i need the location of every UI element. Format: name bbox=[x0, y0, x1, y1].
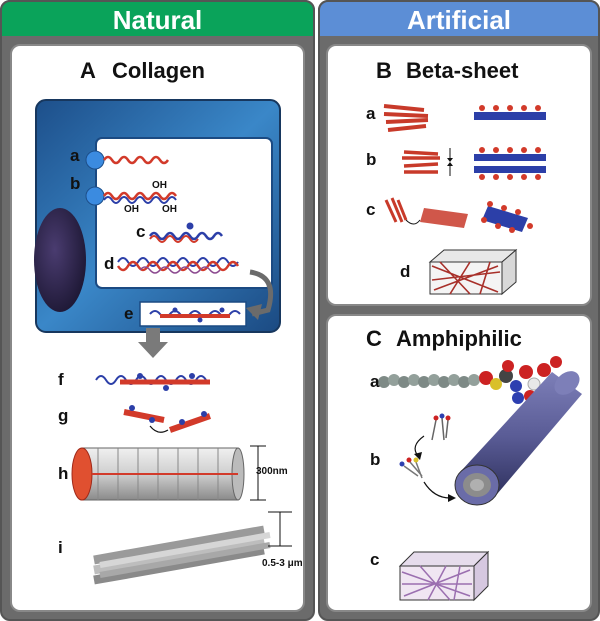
amphiphilic-step-b: b bbox=[370, 450, 381, 469]
collagen-title: Collagen bbox=[112, 58, 205, 83]
amphiphile-nanofiber bbox=[454, 371, 582, 506]
collagen-step-a: a bbox=[70, 146, 80, 165]
amphiphilic-step-c: c bbox=[370, 550, 380, 569]
nucleus bbox=[34, 208, 86, 312]
hydroxyl-label-2: OH bbox=[124, 204, 139, 215]
amphiphile-molecule bbox=[378, 356, 562, 404]
collagen-step-f: f bbox=[58, 370, 64, 389]
natural-header: Natural bbox=[0, 0, 315, 36]
collagen-step-h: h bbox=[58, 464, 69, 483]
beta-step-c: c bbox=[366, 200, 376, 219]
hydroxyl-label-1: OH bbox=[152, 180, 167, 191]
artificial-header: Artificial bbox=[318, 0, 600, 36]
fibril-dimension-label: 300nm bbox=[256, 466, 288, 477]
collagen-step-g: g bbox=[58, 406, 69, 425]
collagen-step-i: i bbox=[58, 538, 63, 557]
amphiphilic-step-a: a bbox=[370, 372, 380, 391]
amphiphilic-title: Amphiphilic bbox=[396, 326, 522, 351]
collagen-letter: A bbox=[80, 58, 96, 83]
fiber-dimension-label: 0.5-3 μm bbox=[262, 558, 303, 569]
endoplasmic-compartment bbox=[95, 137, 273, 289]
beta-network-box bbox=[428, 248, 518, 296]
beta-step-b: b bbox=[366, 150, 377, 169]
collagen-step-c: c bbox=[136, 222, 146, 241]
cell-illustration bbox=[34, 99, 281, 333]
beta-step-a: a bbox=[366, 104, 376, 123]
collagen-step-e: e bbox=[124, 304, 134, 323]
beta-sheet-letter: B bbox=[376, 58, 392, 83]
amphiphilic-letter: C bbox=[366, 326, 382, 351]
amphiphile-network-box bbox=[398, 550, 490, 602]
collagen-step-b: b bbox=[70, 174, 81, 193]
beta-step-d: d bbox=[400, 262, 411, 281]
beta-sheet-title: Beta-sheet bbox=[406, 58, 519, 83]
fiber-bundle bbox=[93, 525, 271, 585]
collagen-step-d: d bbox=[104, 254, 115, 273]
hydroxyl-label-3: OH bbox=[162, 204, 177, 215]
